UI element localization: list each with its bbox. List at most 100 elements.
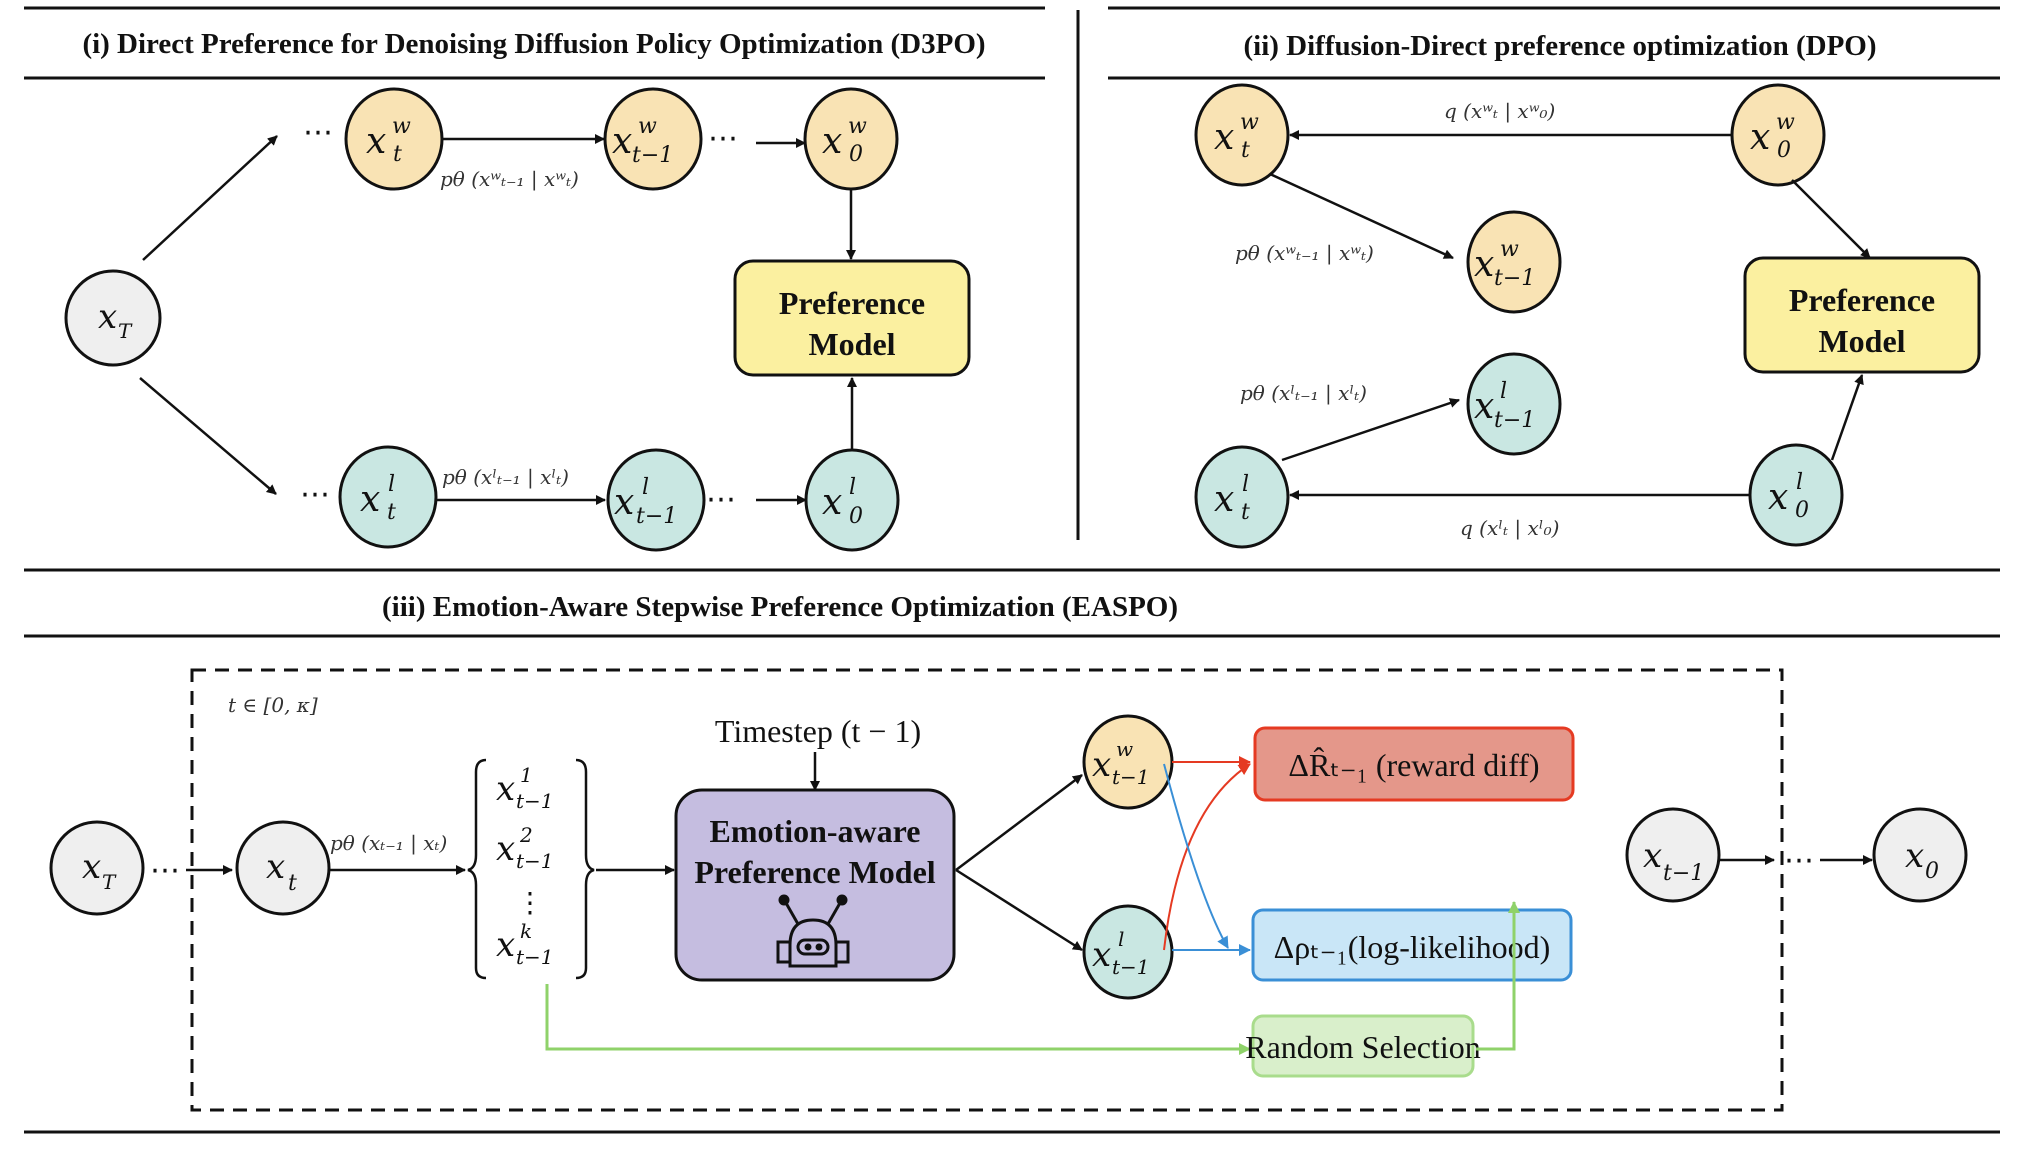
svg-text:x: x [496, 925, 515, 965]
edge3-model-to-l [955, 868, 1083, 952]
svg-text:2: 2 [519, 823, 533, 847]
ellipsis-w2: ⋯ [708, 121, 738, 156]
svg-text:x: x [360, 479, 380, 520]
node2-xl-0 [1748, 443, 1844, 547]
node3-xl-t1 [1082, 904, 1174, 1000]
svg-text:t: t [288, 871, 297, 896]
svg-text:x: x [1768, 477, 1788, 518]
svg-text:l: l [849, 475, 856, 500]
node3-x0 [1872, 807, 1968, 903]
svg-text:x: x [1214, 479, 1234, 520]
svg-text:1: 1 [520, 763, 533, 787]
svg-text:x: x [1750, 117, 1770, 158]
pref2-line1: Preference [1789, 282, 1935, 318]
svg-text:t−1: t−1 [516, 849, 554, 873]
node-xl-0 [804, 448, 900, 552]
edge3-random-to-xt1 [1476, 901, 1520, 1051]
emotion-preference-model-box [674, 788, 956, 982]
reward-diff-box [1253, 726, 1575, 802]
node-xw-0 [803, 87, 899, 191]
svg-text:t: t [387, 500, 396, 525]
svg-text:x: x [1474, 386, 1494, 427]
svg-text:l: l [1242, 472, 1249, 497]
svg-text:w: w [1776, 110, 1795, 135]
preference-model-box [733, 259, 971, 377]
svg-text:w: w [638, 114, 657, 139]
edge3-label-p: pθ (xₜ₋₁ | xₜ) [330, 831, 447, 856]
panel2: x w t x w 0 q (xʷₜ | xʷ₀) pθ (xʷₜ₋₁ | xʷ… [1194, 83, 1981, 549]
edge3-candidates-to-random [545, 984, 1251, 1055]
node2-xl-t1 [1466, 352, 1562, 456]
node-xl-t [338, 445, 438, 549]
svg-text:x: x [614, 482, 634, 523]
svg-text:w: w [1240, 110, 1259, 135]
panel3-title: (iii) Emotion-Aware Stepwise Preference … [382, 591, 1178, 623]
svg-text:T: T [102, 870, 117, 894]
edge2-p-w [1269, 172, 1454, 260]
edge-xT-to-winner [142, 135, 278, 261]
loglik-label: Δρₜ₋₁(log-likelihood) [1274, 929, 1551, 965]
node-xl-t1 [606, 448, 706, 552]
node3-xt [235, 820, 331, 916]
timestep-loop-region [190, 668, 1784, 1112]
svg-text:0: 0 [849, 504, 863, 529]
svg-text:x: x [366, 121, 386, 162]
preference-model-box-2 [1743, 256, 1981, 374]
pref-line1: Preference [779, 285, 925, 321]
edge-xT-to-loser [139, 377, 277, 495]
svg-text:x: x [1214, 117, 1234, 158]
ellipsis-l: ⋯ [300, 477, 330, 512]
left-brace [467, 758, 487, 980]
svg-text:x: x [1905, 836, 1924, 876]
svg-text:t−1: t−1 [1494, 408, 1535, 433]
svg-text:t−1: t−1 [516, 789, 554, 813]
svg-text:l: l [388, 472, 395, 497]
panel1-title: (i) Direct Preference for Denoising Diff… [82, 28, 985, 60]
svg-text:x: x [822, 121, 842, 162]
edge2-w0-to-pref [1791, 179, 1871, 259]
svg-text:t−1: t−1 [1663, 861, 1704, 886]
svg-text:l: l [1500, 379, 1507, 404]
ellipsis-w: ⋯ [303, 115, 333, 150]
edge3-w-to-loglik [1163, 763, 1229, 949]
pref2-line2: Model [1818, 323, 1905, 359]
node-xT-sub: T [118, 319, 133, 343]
edge-label-p-w: pθ (xʷₜ₋₁ | xʷₜ) [440, 167, 579, 192]
range-label: t ∈ [0, κ] [228, 693, 318, 717]
ellipsis-end: ⋯ [1784, 843, 1814, 878]
svg-text:0: 0 [1925, 859, 1939, 884]
svg-text:w: w [392, 114, 411, 139]
svg-text:x: x [1092, 935, 1111, 975]
svg-text:x: x [82, 847, 101, 887]
edge2-l0-to-pref [1830, 374, 1864, 461]
svg-text:0: 0 [849, 142, 863, 167]
edge2-label-q-l: q (xˡₜ | xˡ₀) [1460, 516, 1559, 541]
svg-text:x: x [1092, 745, 1111, 785]
node2-xw-t [1194, 83, 1290, 187]
svg-text:x: x [822, 482, 842, 523]
edge2-label-p-l: pθ (xˡₜ₋₁ | xˡₜ) [1240, 381, 1367, 406]
svg-text:t−1: t−1 [632, 143, 673, 168]
svg-text:0: 0 [1777, 138, 1791, 163]
panel2-title: (ii) Diffusion-Direct preference optimiz… [1243, 30, 1876, 62]
node-xw-t [344, 87, 444, 191]
edge-label-p-l: pθ (xˡₜ₋₁ | xˡₜ) [442, 465, 569, 490]
svg-text:x: x [496, 769, 515, 809]
svg-text:t−1: t−1 [1494, 266, 1535, 291]
svg-text:l: l [1796, 470, 1803, 495]
svg-text:x: x [1474, 244, 1494, 285]
svg-text:t−1: t−1 [1112, 765, 1150, 789]
svg-text:x: x [1643, 836, 1662, 876]
edge2-p-l [1281, 398, 1460, 462]
robot-icon [776, 894, 850, 968]
svg-text:x: x [266, 847, 285, 887]
svg-text:l: l [1118, 927, 1124, 951]
emotion-line1: Emotion-aware [710, 813, 921, 849]
svg-text:t: t [393, 142, 402, 167]
node3-xT [49, 820, 145, 916]
svg-text:t: t [1241, 500, 1250, 525]
svg-text:w: w [848, 114, 867, 139]
svg-text:x: x [496, 829, 515, 869]
svg-text:0: 0 [1795, 498, 1809, 523]
